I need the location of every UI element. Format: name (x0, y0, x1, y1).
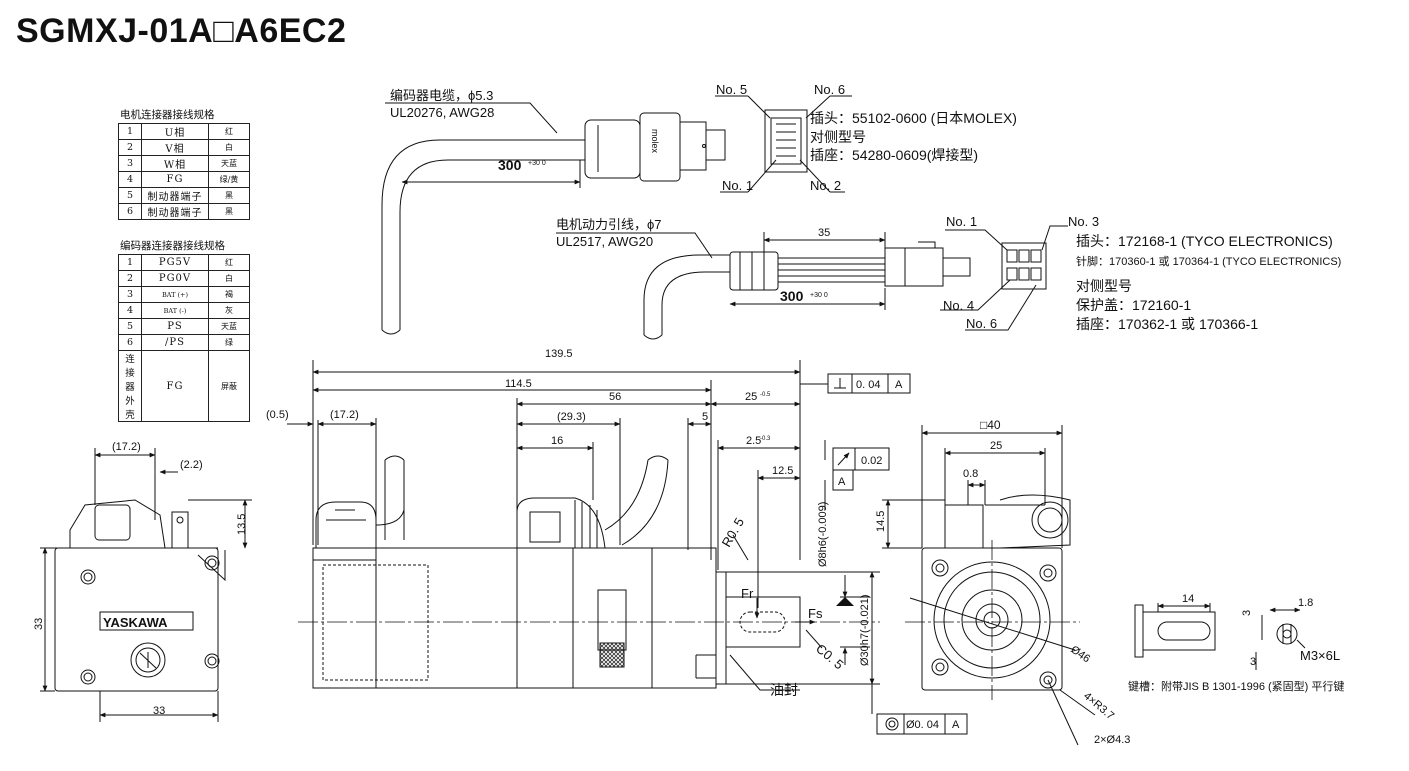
dim-2-5-tol: -0.3 (760, 436, 771, 442)
front-dim-40: □40 (980, 418, 1001, 432)
enc-pin-5: No. 5 (716, 82, 747, 97)
shaft-diameter: Ø8h6(-0.009) (817, 502, 829, 567)
key-dim-14: 14 (1182, 593, 1194, 605)
front-dim-25: 25 (990, 440, 1002, 452)
radial-load-fr: Fr (741, 586, 754, 601)
yaskawa-logo: YASKAWA (103, 615, 168, 630)
pwr-mating-title: 对侧型号 (1076, 278, 1132, 294)
dim-25: 25 (745, 391, 757, 403)
perp-tolerance: 0. 04 (856, 379, 880, 391)
dim-17-2: (17.2) (330, 409, 359, 421)
pwr-plug-model: 插头：172168-1 (TYCO ELECTRONICS) (1076, 233, 1333, 249)
enc-pin-2: No. 2 (810, 178, 841, 193)
table-cell-color: 屏蔽 (208, 350, 250, 422)
dim-29-3: (29.3) (557, 411, 586, 423)
encoder-cable-length-tol: +30 0 (528, 160, 546, 167)
dim-12-5: 12.5 (772, 465, 793, 477)
dim-114-5: 114.5 (505, 378, 532, 390)
molex-brand: molex (650, 129, 660, 154)
front-dim-46: Ø46 (1068, 644, 1092, 666)
pwr-pin-4: No. 4 (943, 298, 974, 313)
motor-table-caption: 电机连接器接线规格 (120, 109, 215, 121)
pwr-pin-3: No. 3 (1068, 214, 1099, 229)
runout-tolerance: 0.02 (861, 455, 882, 467)
power-cable-length: 300 (780, 288, 804, 304)
power-dim-35: 35 (818, 227, 830, 239)
encoder-cable-drawing (381, 95, 852, 335)
pwr-pin-1: No. 1 (946, 214, 977, 229)
table-cell-color: 褐 (208, 286, 250, 303)
oil-seal-label: 油封 (770, 682, 798, 698)
key-dim-3a: 3 (1241, 610, 1253, 616)
chamfer-c0-5: C0. 5 (813, 641, 846, 672)
side-dim-33-height: 33 (33, 618, 45, 630)
power-cable-spec: UL2517, AWG20 (556, 234, 653, 249)
pilot-diameter: Ø30h7(-0.021) (859, 594, 871, 666)
keyway-detail (1134, 603, 1306, 670)
concentricity-tolerance: Ø0. 04 (906, 719, 939, 731)
dim-56: 56 (609, 391, 621, 403)
dim-139-5: 139.5 (545, 348, 573, 360)
dim-2-5: 2.5 (746, 435, 761, 447)
dim-25-tol: -0.5 (760, 392, 771, 398)
dim-5: 5 (702, 411, 708, 423)
encoder-table-caption: 编码器连接器接线规格 (120, 240, 225, 252)
dim-16: 16 (551, 435, 563, 447)
pwr-pin-model: 针脚：170360-1 或 170364-1 (TYCO ELECTRONICS… (1076, 254, 1341, 268)
radius-r0-5: R0. 5 (719, 515, 748, 549)
enc-socket-model: 插座：54280-0609(焊接型) (810, 147, 978, 163)
pwr-pin-6: No. 6 (966, 316, 997, 331)
encoder-cable-spec: UL20276, AWG28 (390, 105, 494, 120)
perp-datum: A (895, 379, 903, 391)
dim-0-5: (0.5) (266, 409, 289, 421)
table-cell-signal: FG (141, 350, 209, 422)
pwr-socket-model: 插座：170362-1 或 170366-1 (1076, 316, 1258, 332)
power-cable-label: 电机动力引线，ϕ7 (556, 217, 662, 232)
key-tap-m3: M3×6L (1300, 648, 1340, 663)
front-dim-2-holes: 2×Ø4.3 (1094, 734, 1130, 746)
enc-pin-6: No. 6 (814, 82, 845, 97)
front-dim-14-5: 14.5 (875, 511, 887, 532)
enc-pin-1: No. 1 (722, 178, 753, 193)
pwr-cover-model: 保护盖：172160-1 (1076, 297, 1191, 313)
side-dim-17-2: (17.2) (112, 441, 141, 453)
encoder-cable-label: 编码器电缆，ϕ5.3 (390, 88, 493, 103)
table-cell-color: 黑 (208, 187, 250, 204)
power-cable-length-tol: +30 0 (810, 292, 828, 299)
enc-plug-model: 插头：55102-0600 (日本MOLEX) (810, 110, 1017, 126)
enc-mating-title: 对侧型号 (810, 129, 866, 145)
table-cell-color: 黑 (208, 203, 250, 220)
motor-left-end-view (40, 448, 252, 722)
key-dim-3b: 3 (1250, 656, 1256, 668)
front-dim-0-8: 0.8 (963, 468, 978, 480)
concentricity-datum: A (952, 719, 960, 731)
side-dim-33-width: 33 (153, 705, 165, 717)
front-dim-4-r3-7: 4×R3.7 (1081, 690, 1116, 722)
encoder-cable-length: 300 (498, 157, 522, 173)
datum-triangle (836, 597, 854, 606)
runout-datum: A (838, 476, 846, 488)
power-cable-drawing (556, 225, 1068, 340)
key-dim-1-8: 1.8 (1298, 597, 1313, 609)
thrust-load-fs: Fs (808, 606, 823, 621)
side-dim-2-2: (2.2) (180, 459, 203, 471)
side-dim-13-5: 13.5 (236, 514, 248, 535)
motor-front-view (882, 425, 1096, 746)
drawing-title: SGMXJ-01A□A6EC2 (16, 12, 347, 50)
motor-side-view (287, 360, 968, 735)
keyway-note: 键槽：附带JIS B 1301-1996 (紧固型) 平行键 (1128, 679, 1344, 693)
